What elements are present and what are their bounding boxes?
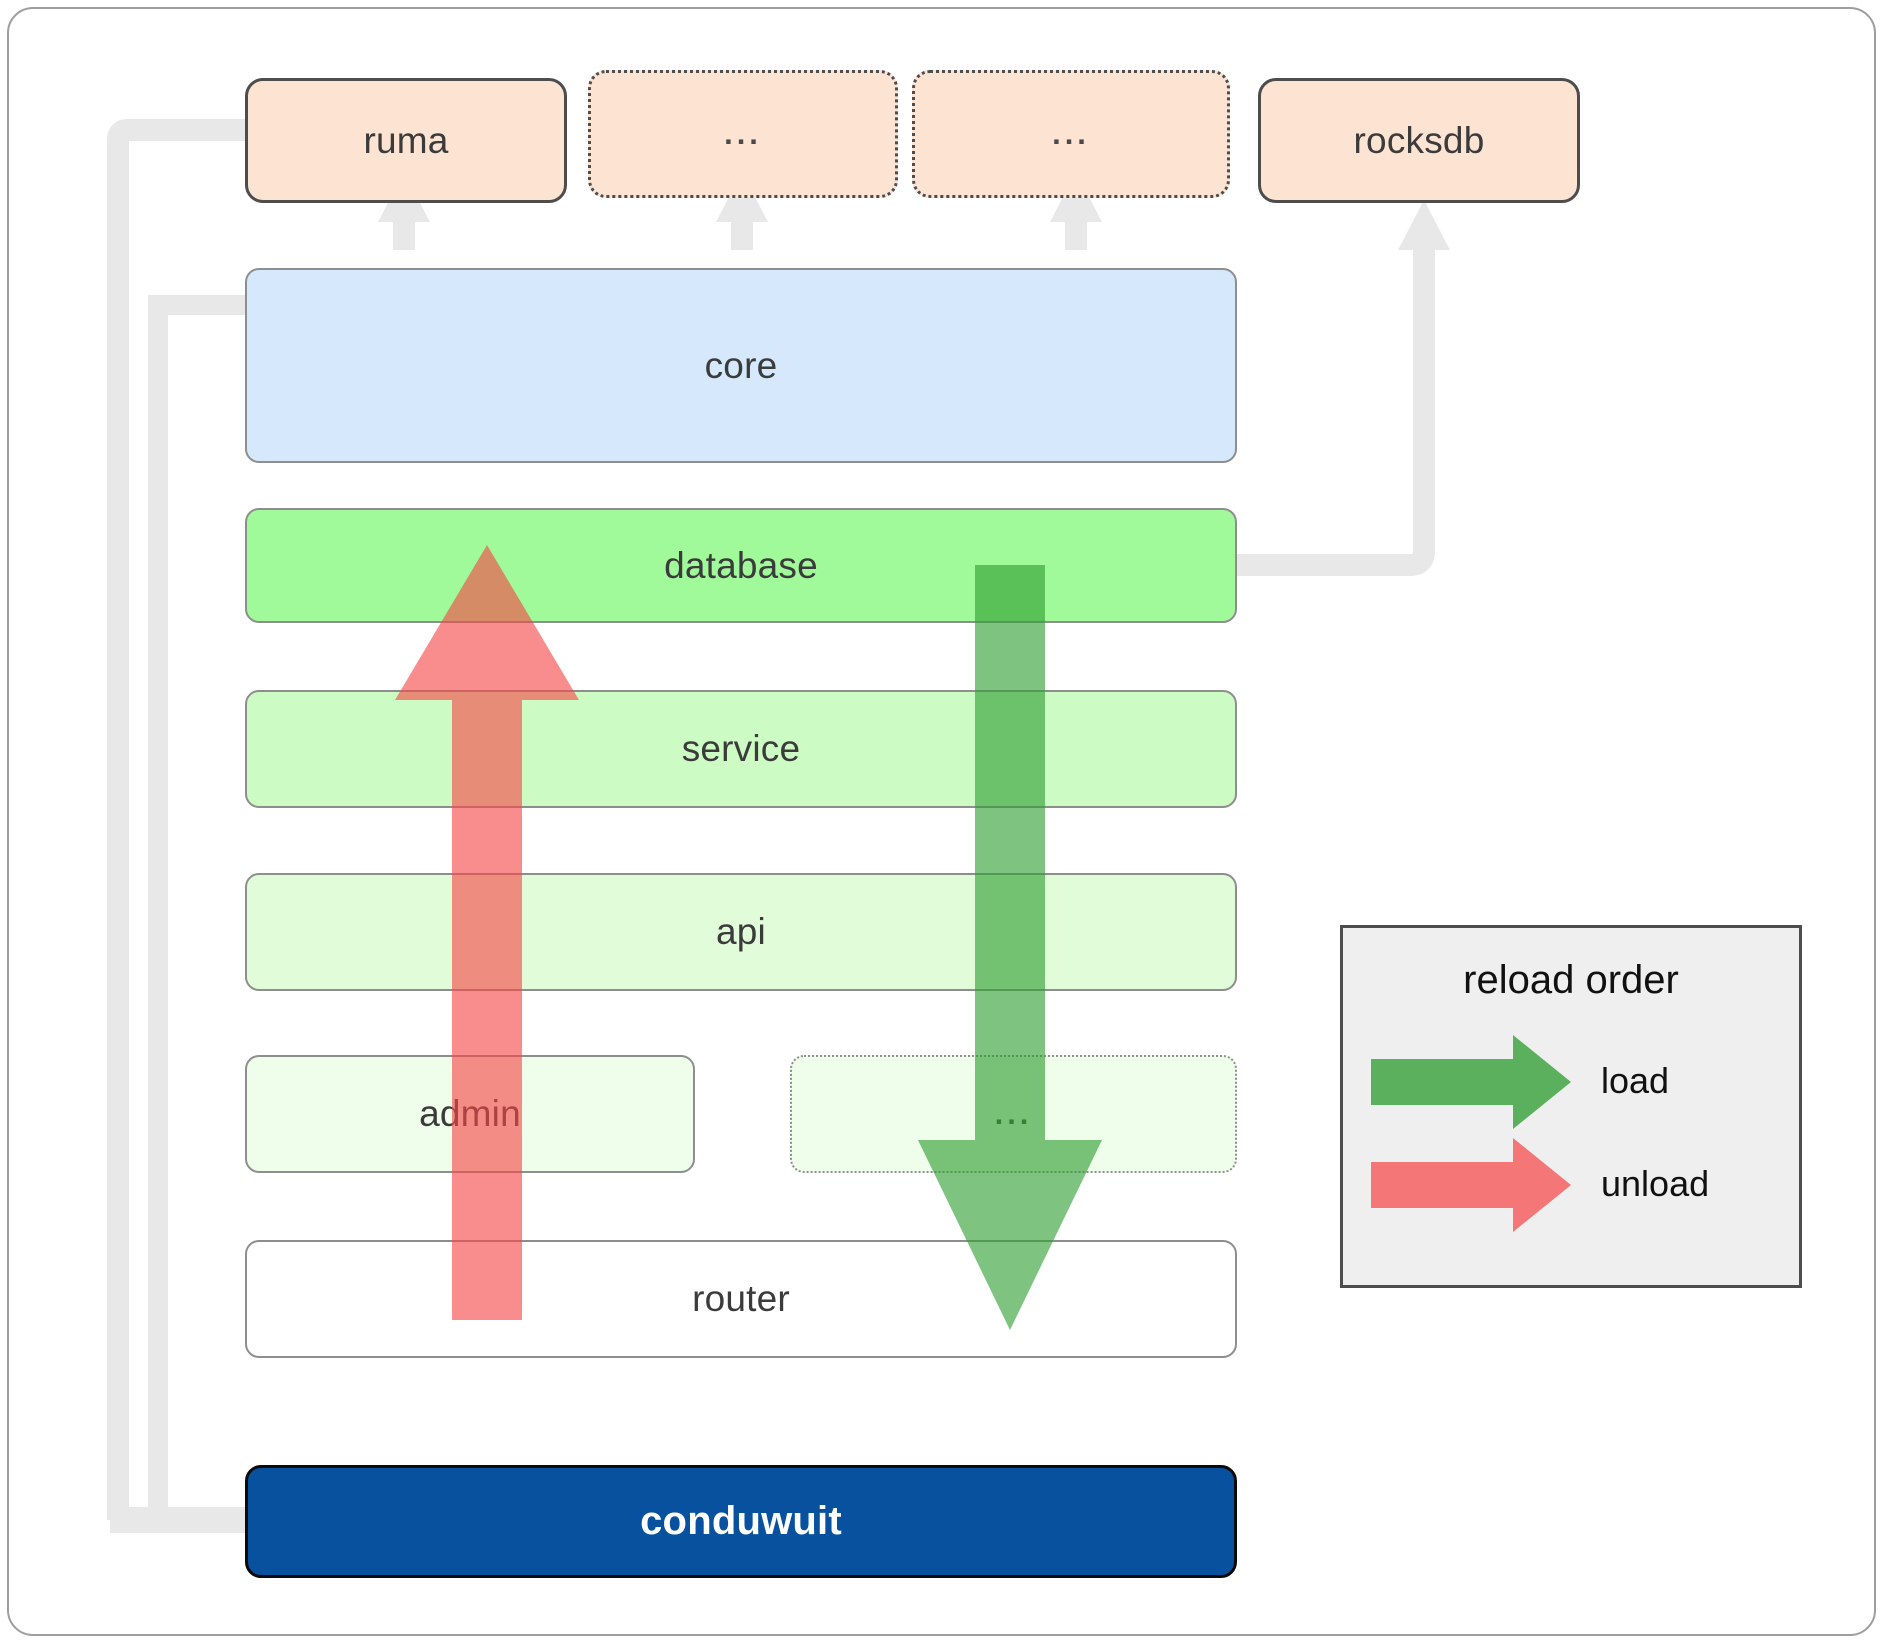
layer-label-database: database xyxy=(664,544,818,586)
legend-arrows xyxy=(1371,1035,1571,1232)
binary-box-conduwuit[interactable]: conduwuit xyxy=(245,1465,1237,1578)
dependency-box-rocksdb[interactable]: rocksdb xyxy=(1258,78,1580,203)
layer-label-core: core xyxy=(704,344,778,386)
layer-box-core[interactable]: core xyxy=(245,268,1237,463)
layer-label-placeholder: ... xyxy=(994,1096,1033,1131)
legend-load-arrow xyxy=(1371,1035,1571,1129)
layer-label-router: router xyxy=(692,1278,790,1319)
layer-label-api: api xyxy=(716,911,766,952)
dependency-label-rocksdb: rocksdb xyxy=(1353,119,1485,161)
legend-title: reload order xyxy=(1463,958,1679,1002)
legend-label-load: load xyxy=(1601,1060,1670,1101)
dependency-box-placeholder-1[interactable]: ... xyxy=(588,70,898,198)
dependency-label-ruma: ruma xyxy=(363,119,449,161)
diagram-frame xyxy=(7,7,1876,1636)
legend-unload-arrow xyxy=(1371,1138,1571,1232)
dependency-label-placeholder-2: ... xyxy=(1052,116,1090,151)
layer-label-service: service xyxy=(681,728,801,769)
layer-box-database[interactable]: database xyxy=(245,508,1237,623)
layer-box-placeholder[interactable]: ... xyxy=(790,1055,1237,1173)
layer-box-admin[interactable]: admin xyxy=(245,1055,695,1173)
binary-label-conduwuit: conduwuit xyxy=(640,1499,842,1543)
layer-box-service[interactable]: service xyxy=(245,690,1237,808)
dependency-box-ruma[interactable]: ruma xyxy=(245,78,567,203)
layer-box-router[interactable]: router xyxy=(245,1240,1237,1358)
legend-label-unload: unload xyxy=(1601,1163,1710,1204)
layer-box-api[interactable]: api xyxy=(245,873,1237,991)
dependency-box-placeholder-2[interactable]: ... xyxy=(912,70,1230,198)
legend-panel: reload order load unload xyxy=(1340,925,1802,1288)
layer-label-admin: admin xyxy=(419,1093,521,1134)
dependency-label-placeholder-1: ... xyxy=(724,116,762,151)
